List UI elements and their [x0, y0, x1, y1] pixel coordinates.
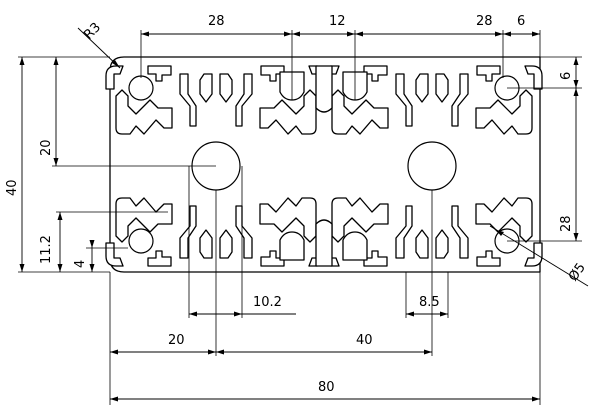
dimension-slots: 10.2 8.5	[188, 166, 449, 318]
dimension-top: 28 12 28 6	[140, 14, 541, 100]
center-ribs	[315, 65, 333, 267]
center-slot-left	[279, 71, 305, 261]
center-bore-right	[407, 141, 457, 191]
dim-label-right-6: 6	[559, 72, 574, 80]
corner-hole-bottom-left	[128, 228, 154, 254]
dim-label-left-40: 40	[5, 179, 20, 196]
dim-label-right-28: 28	[559, 215, 574, 232]
dim-label-top-12: 12	[329, 14, 346, 29]
dim-label-bottom-20: 20	[168, 333, 185, 348]
dim-label-left-4: 4	[73, 260, 88, 268]
dim-label-top-6: 6	[517, 14, 525, 29]
dim-label-r3: R3	[81, 20, 104, 43]
dim-label-left-11-2: 11.2	[39, 235, 54, 264]
dim-label-top-28-left: 28	[208, 14, 225, 29]
dim-label-bottom-80: 80	[318, 380, 335, 395]
corner-hole-top-left	[128, 75, 154, 101]
dim-label-diameter-5: Ø5	[566, 261, 589, 285]
dim-label-slot-8-5: 8.5	[419, 295, 440, 310]
dim-label-top-28-right: 28	[476, 14, 493, 29]
dimension-left: 40 20 11.2 4	[5, 56, 216, 273]
dimension-right: 6 28	[507, 56, 582, 242]
dim-label-bottom-40: 40	[356, 333, 373, 348]
dim-label-left-20: 20	[39, 139, 54, 156]
dimension-bottom: 20 40 80	[109, 190, 541, 405]
dim-label-slot-10-2: 10.2	[253, 295, 282, 310]
